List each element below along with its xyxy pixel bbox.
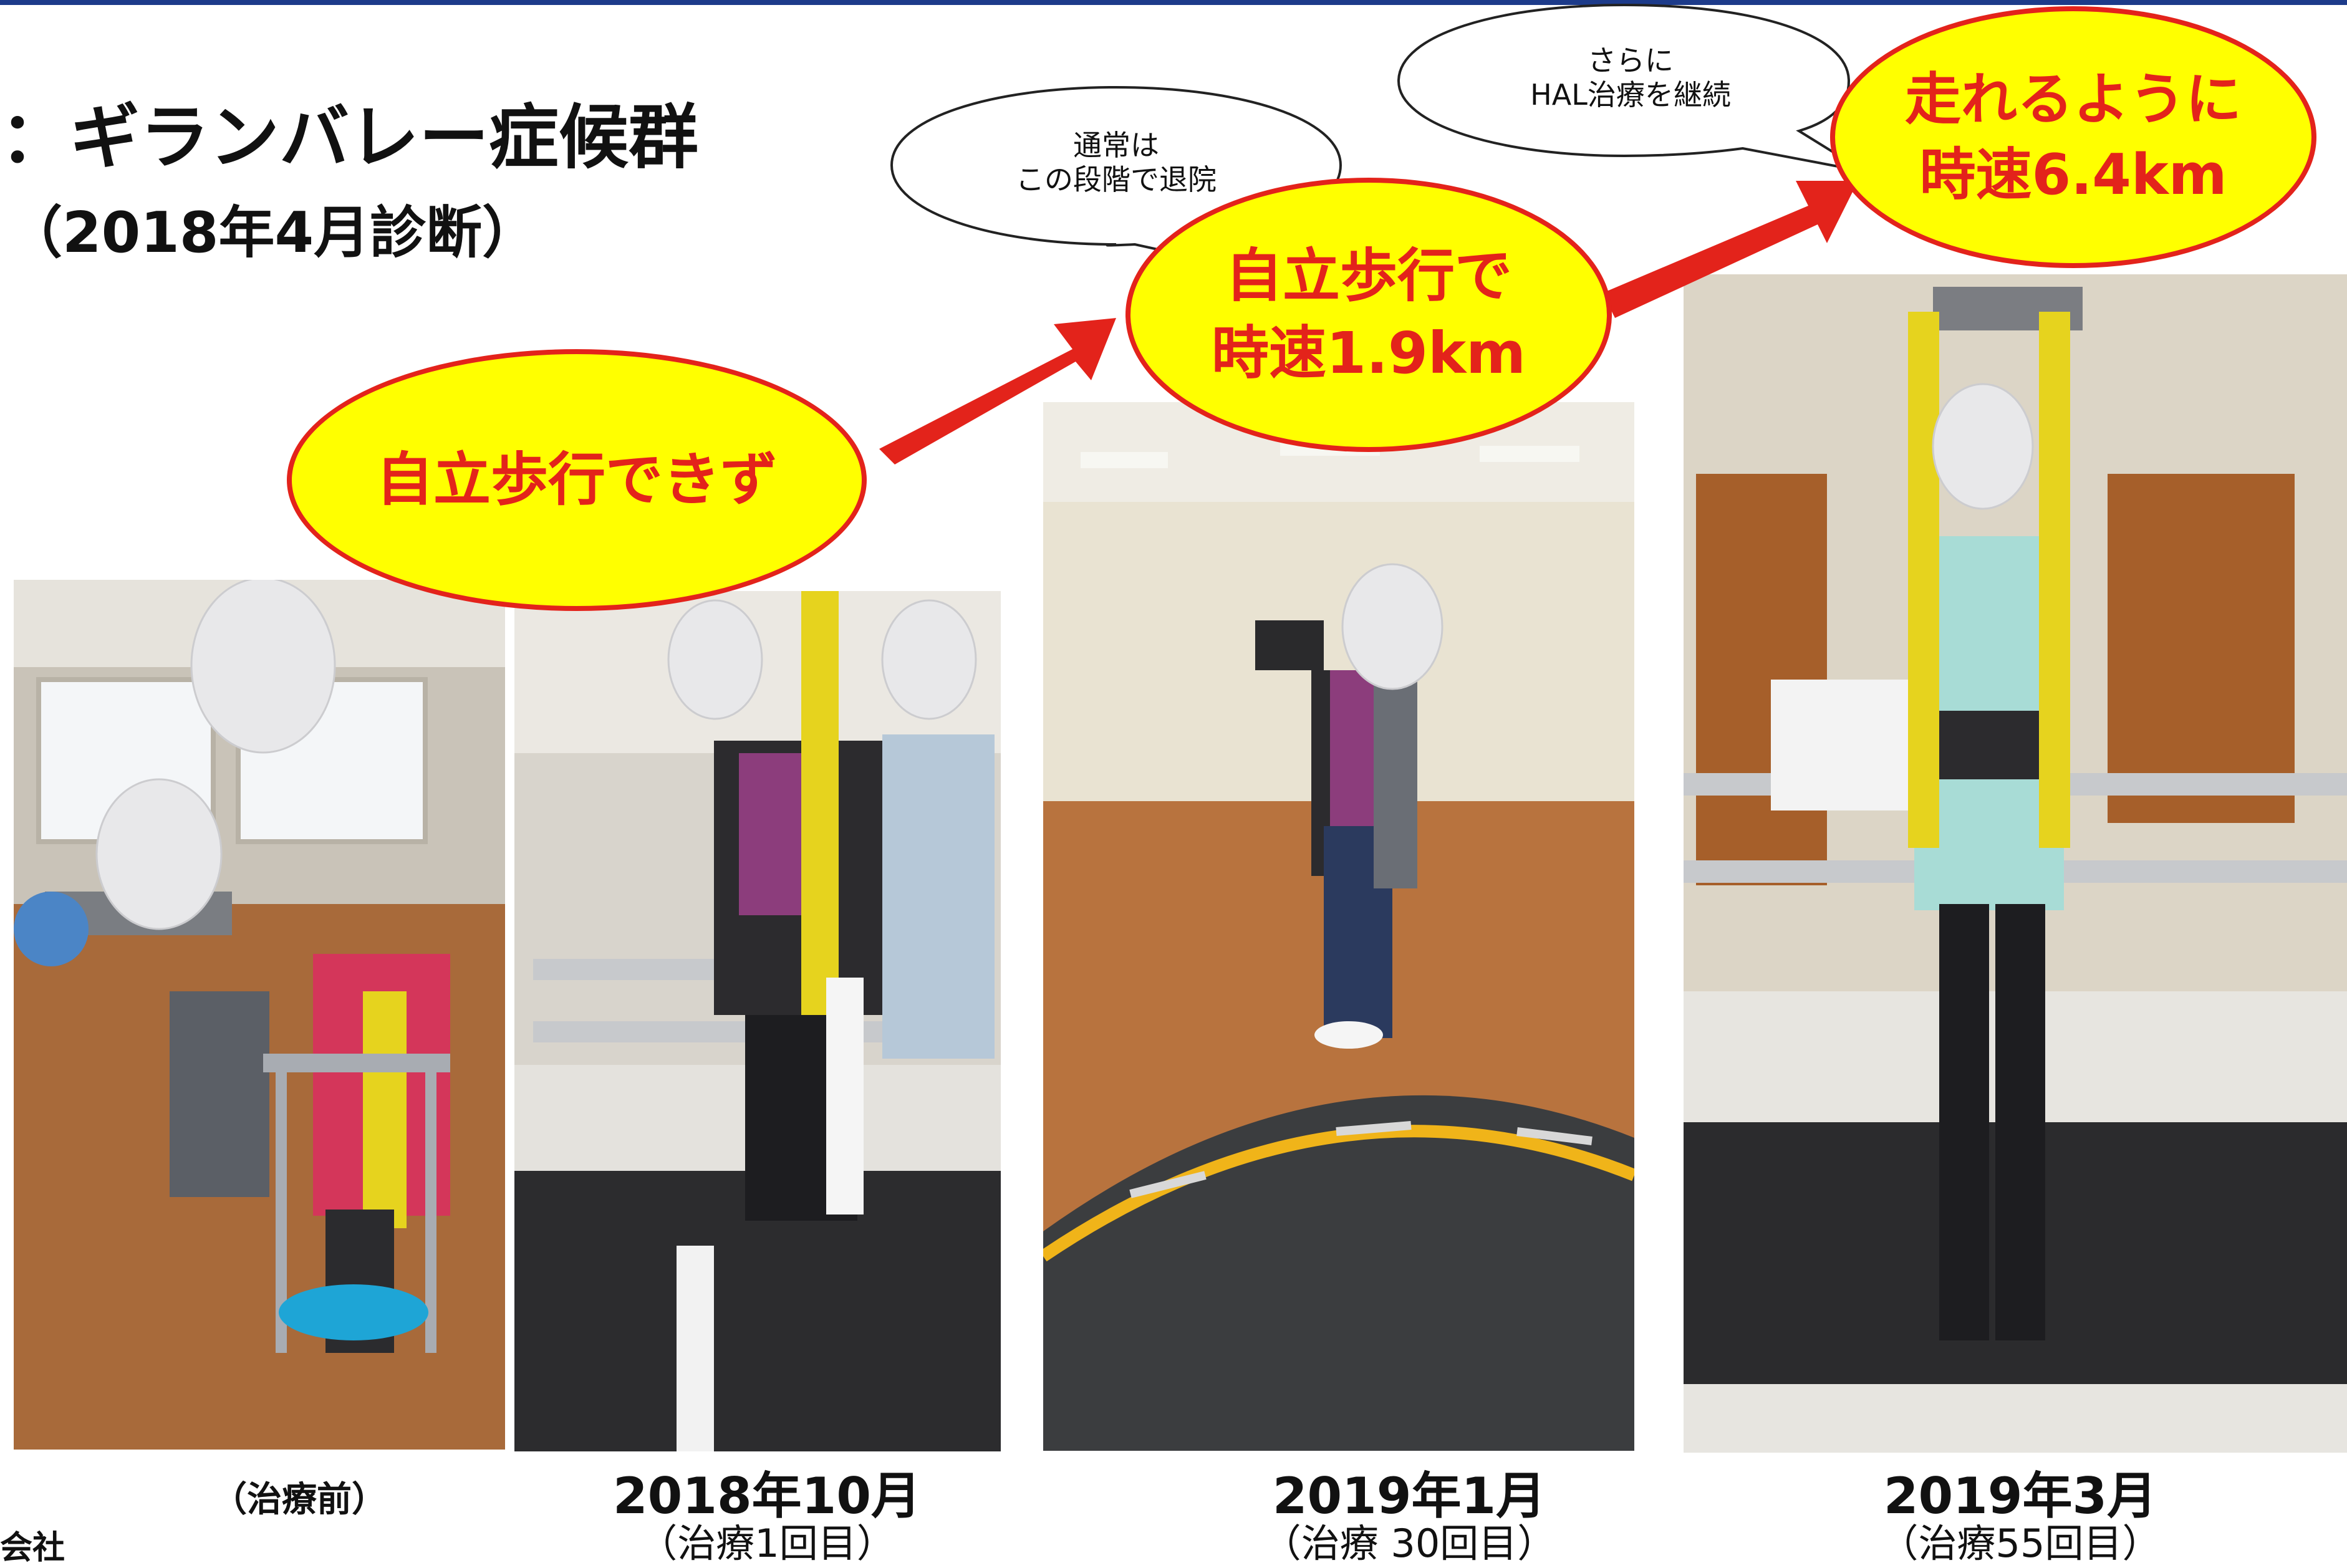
caption-date-2019-03: 2019年3月 <box>1883 1467 2157 1525</box>
photo-55th-session <box>1684 274 2347 1453</box>
progress-arrow-1 <box>879 318 1116 464</box>
diagnosis-date: （2018年4月診断） <box>6 200 539 266</box>
caption-date-2019-01: 2019年1月 <box>1272 1467 1546 1525</box>
caption-date-2018-10: 2018年10月 <box>613 1467 921 1525</box>
bubble-text-continue: さらに HAL治療を継続 <box>1530 43 1731 112</box>
progress-arrow-2 <box>1602 181 1858 318</box>
footer-company-fragment: 会社 <box>0 1529 65 1567</box>
caption-session-55: （治療55回目） <box>1879 1521 2161 1566</box>
photo-30th-session <box>1043 402 1634 1451</box>
caption-session-1: （治療1回目） <box>639 1521 895 1566</box>
caption-session-30: （治療 30回目） <box>1262 1521 1556 1566</box>
bubble-text-discharge: 通常は この段階で退院 <box>1016 128 1217 196</box>
photo-first-session <box>514 591 1001 1451</box>
status-run-6-4kmh: 走れるように 時速6.4km <box>1830 6 2316 268</box>
page-title: ：ギランバレー症候群 <box>0 97 698 178</box>
speech-bubble-continue: さらに HAL治療を継続 <box>1394 0 1867 181</box>
top-rule <box>0 0 2347 5</box>
photo-before-treatment <box>14 580 505 1450</box>
status-walk-1-9kmh: 自立歩行で 時速1.9km <box>1125 178 1612 452</box>
caption-before-treatment: （治療前） <box>212 1479 387 1520</box>
status-cannot-walk: 自立歩行できず <box>287 349 867 611</box>
